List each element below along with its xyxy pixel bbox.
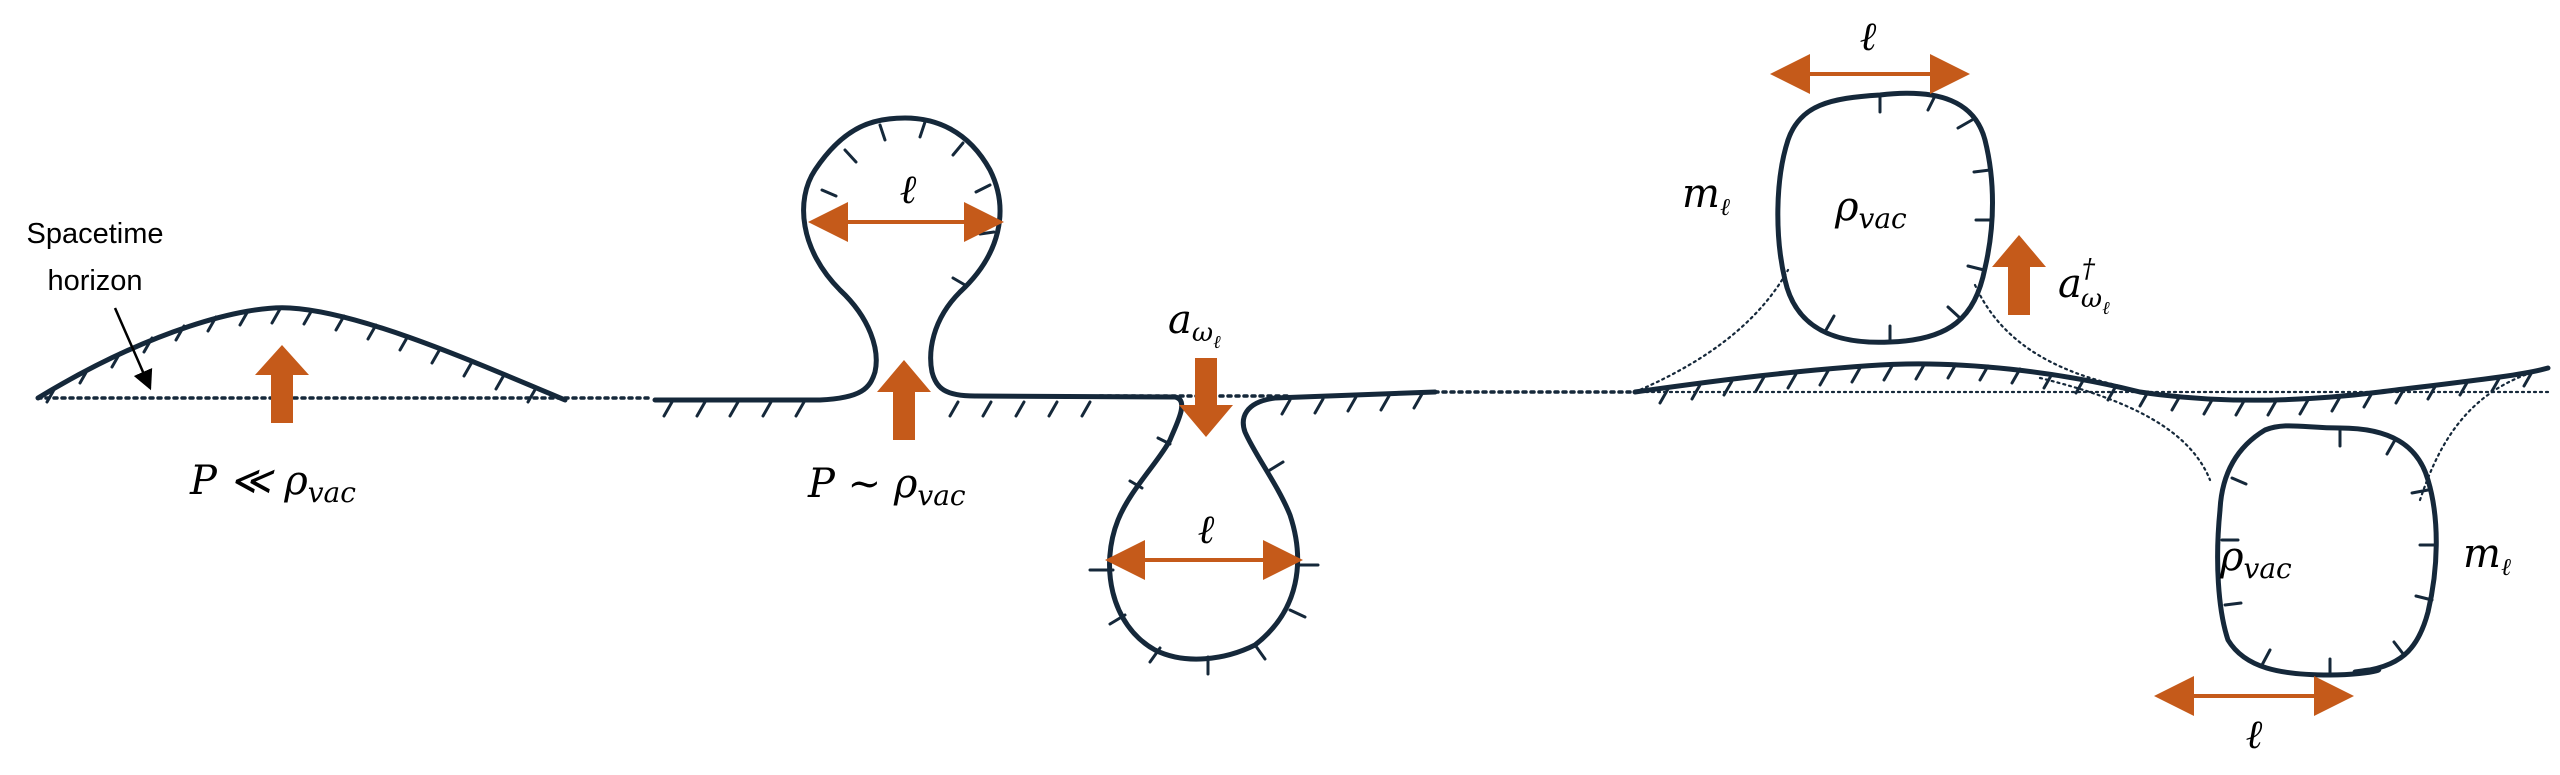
bump-curve <box>35 305 568 403</box>
panel-bump: Spacetime horizon P ≪ ρvac <box>26 218 568 509</box>
annihilation-operator-label: aωℓ <box>1168 297 1221 353</box>
bubble-lower-tether-left <box>2038 376 2212 482</box>
bubble-upper-tether-left <box>1633 268 1790 394</box>
bump-hatching <box>45 307 538 404</box>
pressure-similar-label: P ~ ρvac <box>807 461 966 512</box>
horizon-label-line2: horizon <box>47 265 142 297</box>
up-arrow-pinch <box>877 360 931 440</box>
ell-label-upper: ℓ <box>900 167 917 213</box>
bubble-upper-ticks <box>1824 94 1994 344</box>
surface-curve <box>652 115 1438 662</box>
panel-pinch: ℓ ℓ P ~ ρvac aωℓ <box>652 115 1438 676</box>
rho-vac-label-upper: ρvac <box>1834 184 1907 235</box>
ell-label-top: ℓ <box>1860 14 1877 60</box>
bubble-lower-ticks <box>2220 428 2438 677</box>
ell-label-bottom: ℓ <box>2246 712 2263 758</box>
surface-hatching <box>1658 362 2534 417</box>
ell-label-lower: ℓ <box>1198 507 1215 553</box>
horizon-label-line1: Spacetime <box>26 218 163 250</box>
mass-label-upper: mℓ <box>1682 171 1730 221</box>
bubble-lower <box>2215 423 2439 678</box>
pressure-much-less-label: P ≪ ρvac <box>189 458 356 509</box>
mass-label-lower: mℓ <box>2463 531 2511 581</box>
panel-detached: ℓ ℓ ρvac ρvac mℓ mℓ a†ωℓ <box>1632 14 2551 758</box>
up-arrow-creation <box>1992 235 2046 315</box>
horizon-label: Spacetime horizon <box>26 218 163 297</box>
up-arrow-small <box>255 345 309 423</box>
horizon-pointer-arrow <box>113 307 153 391</box>
creation-operator-label: a†ωℓ <box>2058 254 2110 319</box>
bubble-upper-tether-right <box>1973 283 2122 388</box>
rho-vac-label-lower: ρvac <box>2219 534 2292 585</box>
wavy-surface <box>1632 361 2551 403</box>
down-arrow-annihilation <box>1179 358 1233 437</box>
bubble-lower-tether-right <box>2418 368 2542 502</box>
